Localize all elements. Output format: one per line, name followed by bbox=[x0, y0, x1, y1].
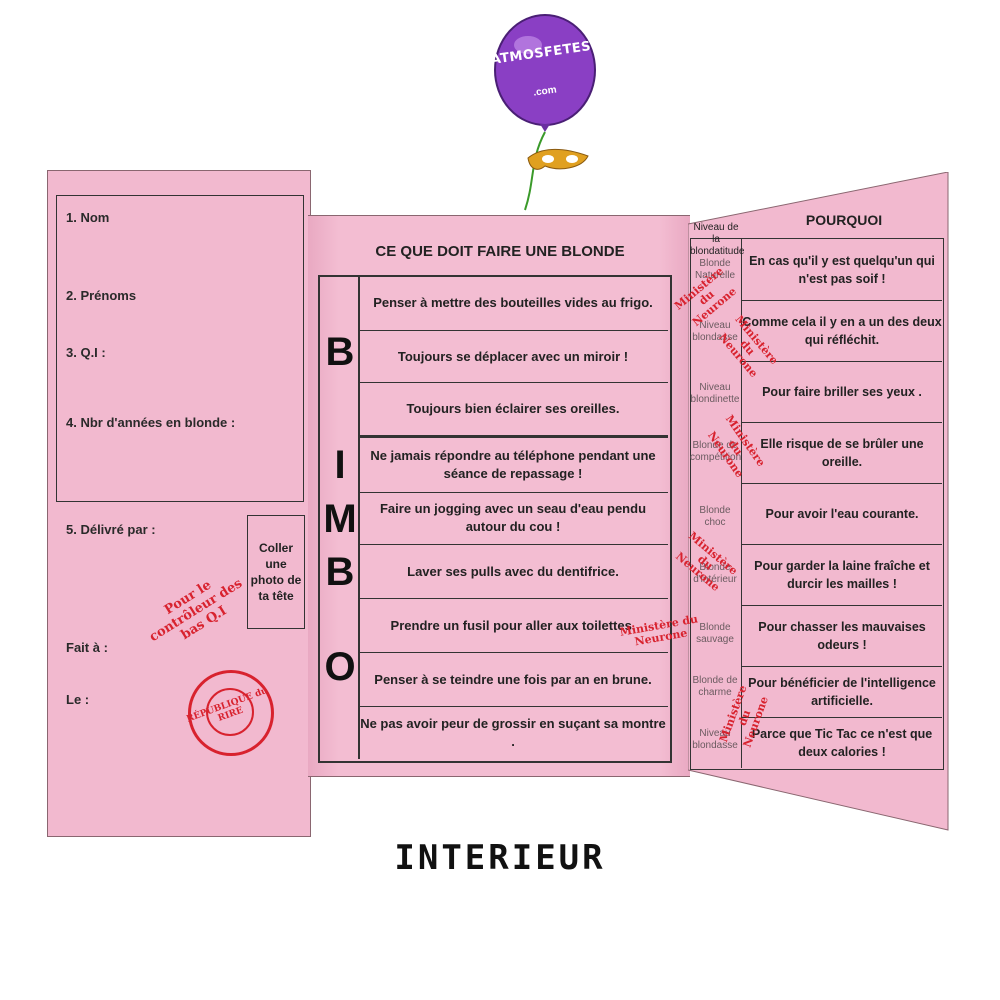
letter-column bbox=[318, 275, 360, 759]
level-cell: Blonde de compétition bbox=[690, 440, 742, 463]
level-cell: Blonde sauvage bbox=[696, 622, 734, 645]
reason-row: Pour garder la laine fraîche et durcir l… bbox=[742, 545, 942, 606]
level-cell: Blonde choc bbox=[699, 505, 731, 528]
reason-row: Pour avoir l'eau courante. bbox=[742, 484, 942, 545]
letter-i: I bbox=[334, 443, 346, 487]
level-cell: Niveau blondasse bbox=[692, 320, 738, 343]
letter-m: M bbox=[323, 497, 357, 541]
photo-box bbox=[247, 515, 305, 629]
middle-table bbox=[318, 275, 672, 763]
field-delivered: 5. Délivré par : bbox=[66, 522, 156, 537]
table-row: Toujours bien éclairer ses oreilles. bbox=[358, 383, 668, 436]
identity-box bbox=[56, 195, 304, 502]
reason-row: Pour faire briller ses yeux . bbox=[742, 362, 942, 423]
letter-o: O bbox=[324, 645, 356, 689]
right-column-divider bbox=[741, 238, 742, 768]
right-panel bbox=[688, 172, 949, 831]
why-header: POURQUOI bbox=[805, 212, 883, 228]
field-nom: 1. Nom bbox=[66, 210, 110, 225]
field-qi: 3. Q.I : bbox=[66, 345, 106, 360]
level-cell: Blonde Naturelle bbox=[694, 258, 736, 281]
letter-b2: B bbox=[325, 550, 355, 594]
reason-row: Elle risque de se brûler une oreille. bbox=[742, 423, 942, 484]
field-le: Le : bbox=[66, 692, 90, 707]
table-row: Faire un jogging avec un seau d'eau pend… bbox=[358, 491, 668, 545]
reason-row: Parce que Tic Tac ce n'est que deux calo… bbox=[751, 727, 933, 759]
reason-row: Pour chasser les mauvaises odeurs ! bbox=[742, 606, 942, 667]
photo-label: Coller une photo de ta tête bbox=[250, 541, 302, 603]
footer-title: INTERIEUR bbox=[394, 838, 606, 878]
level-header: Niveau de la blondatitude bbox=[690, 222, 745, 257]
field-prenoms: 2. Prénoms bbox=[66, 288, 137, 303]
level-cell: Niveau blondinette bbox=[690, 382, 740, 405]
middle-title: CE QUE DOIT FAIRE UNE BLONDE bbox=[375, 243, 625, 260]
table-row: Toujours se déplacer avec un miroir ! bbox=[358, 331, 668, 383]
table-row: Laver ses pulls avec du dentifrice. bbox=[358, 545, 668, 599]
table-row: Prendre un fusil pour aller aux toilette… bbox=[358, 599, 668, 653]
level-cell: Niveau blondasse bbox=[692, 728, 738, 751]
field-fait: Fait à : bbox=[66, 640, 108, 655]
middle-panel bbox=[308, 215, 690, 777]
right-table bbox=[690, 238, 944, 770]
table-row: Ne jamais répondre au téléphone pendant … bbox=[358, 436, 668, 493]
field-years: 4. Nbr d'années en blonde : bbox=[66, 415, 236, 430]
table-row: Penser à mettre des bouteilles vides au … bbox=[358, 276, 668, 331]
letter-b: B bbox=[325, 330, 355, 374]
reason-row: Pour bénéficier de l'intelligence artifi… bbox=[742, 667, 942, 718]
balloon-logo-icon bbox=[494, 14, 596, 211]
reason-row: En cas qu'il y est quelqu'un qui n'est p… bbox=[742, 240, 942, 301]
table-row: Penser à se teindre une fois par an en b… bbox=[358, 653, 668, 707]
table-row: Ne pas avoir peur de grossir en suçant s… bbox=[360, 716, 666, 749]
republic-stamp-inner bbox=[206, 688, 254, 736]
reason-row: Comme cela il y en a un des deux qui réf… bbox=[742, 301, 942, 362]
republic-stamp bbox=[188, 670, 274, 756]
level-cell: Blonde d'intérieur bbox=[693, 562, 737, 585]
level-cell: Blonde de charme bbox=[692, 675, 738, 698]
